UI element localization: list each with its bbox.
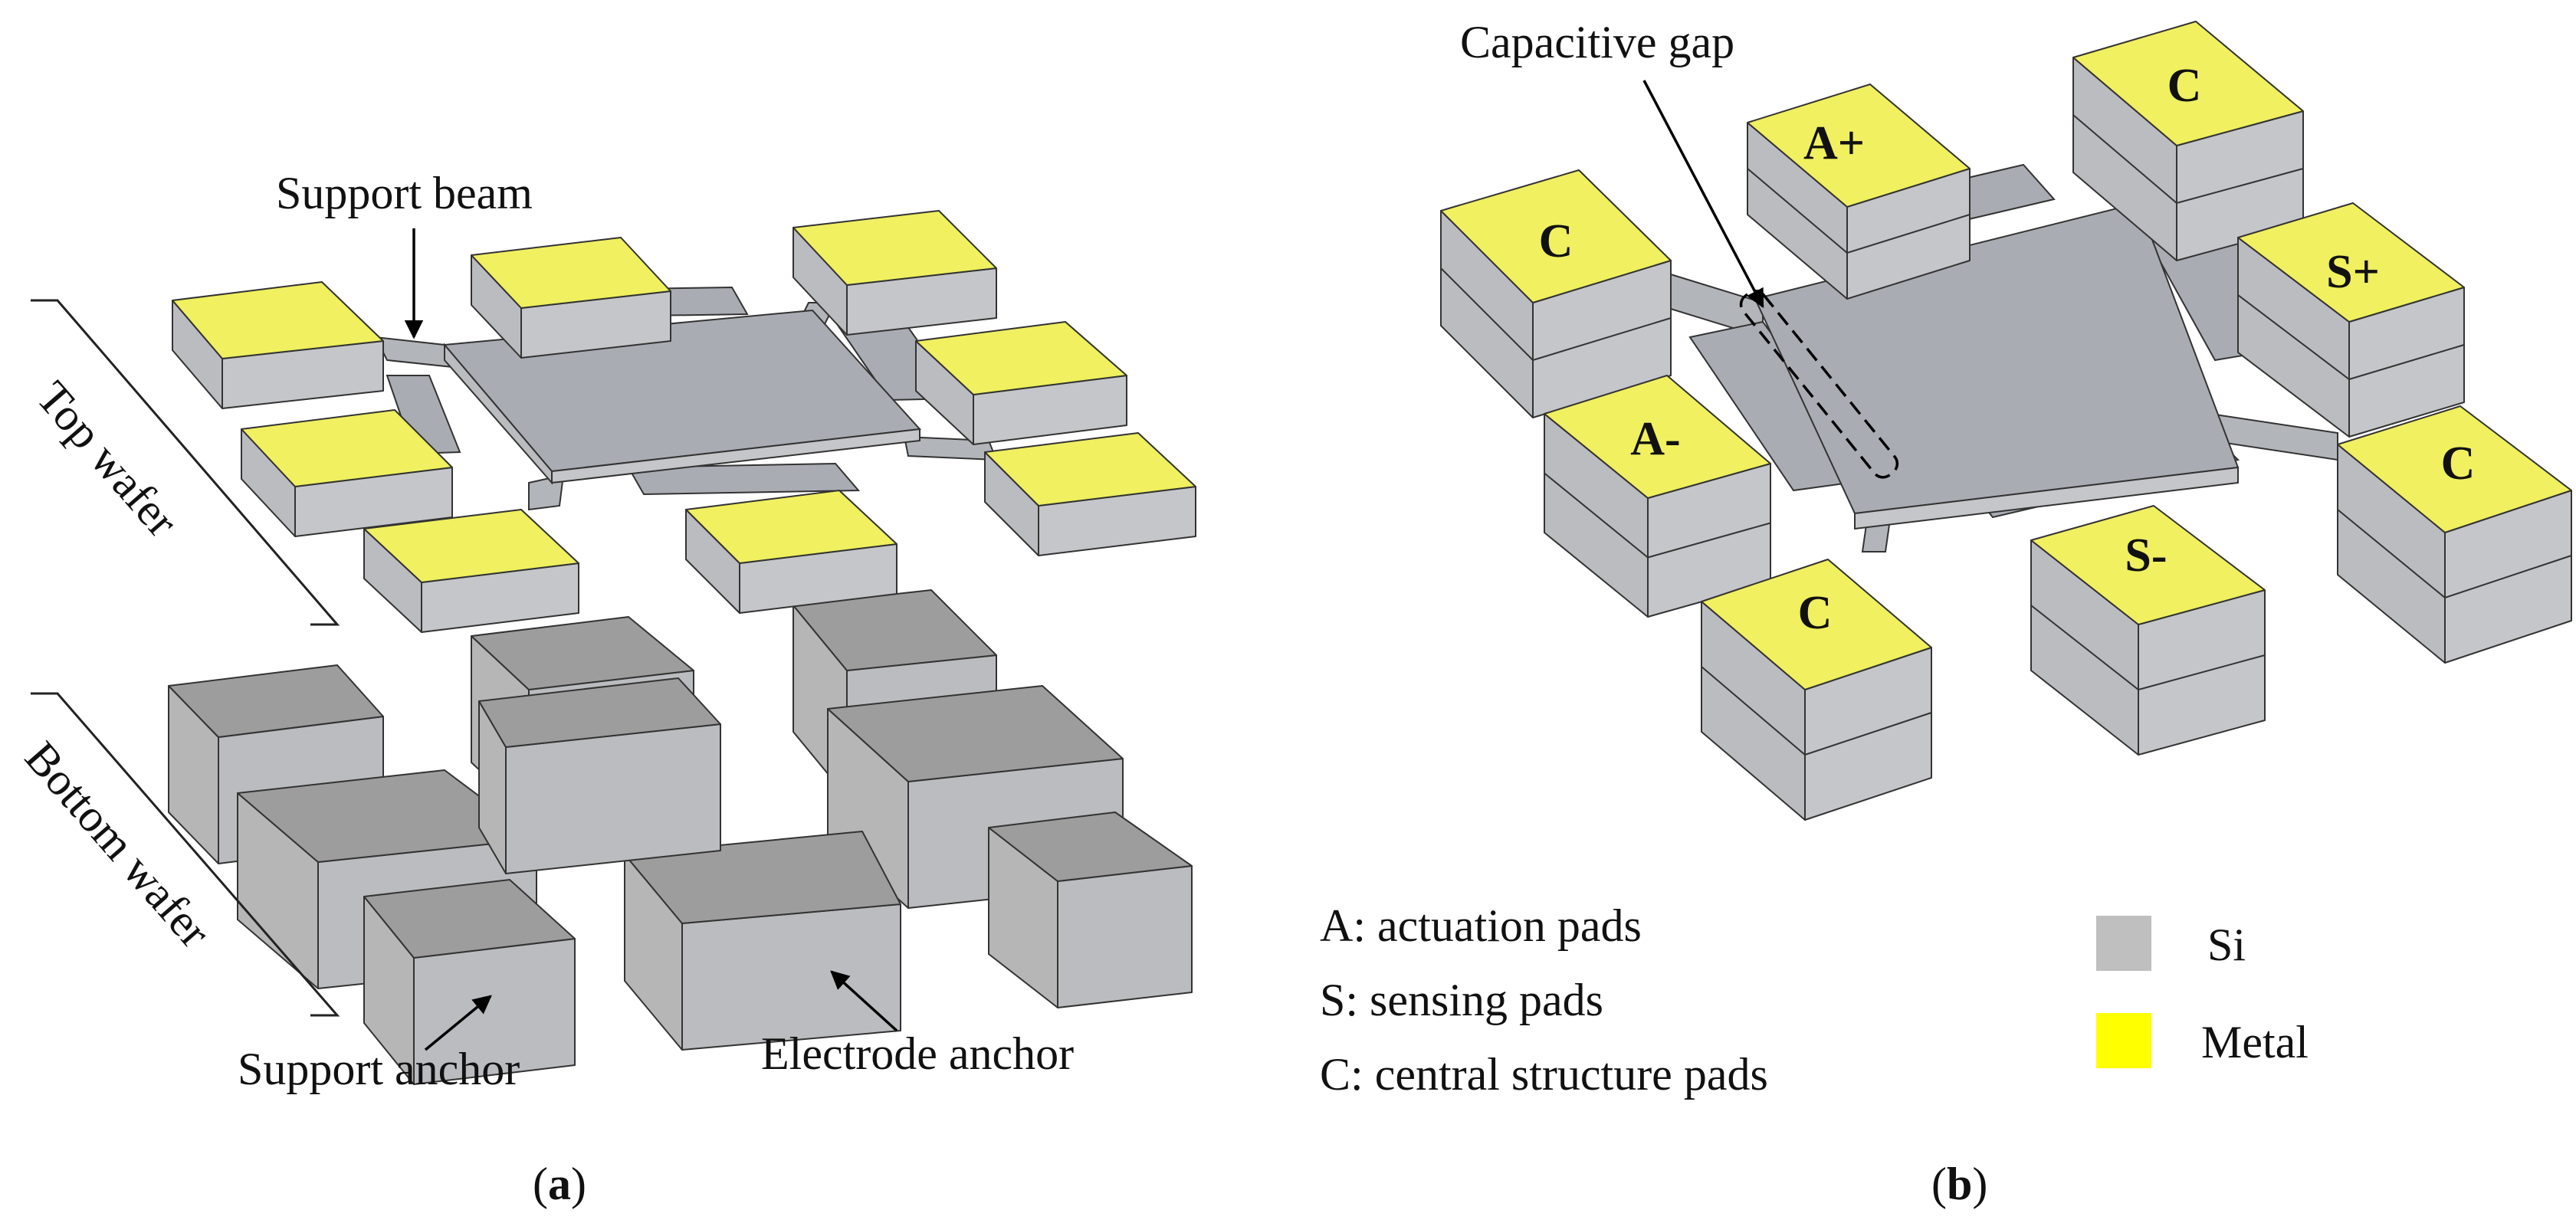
bottom-wafer-bracket <box>31 692 340 1017</box>
pad-c_top_right-wafer-seam <box>2072 114 2304 205</box>
top-pad-2 <box>471 237 671 359</box>
top-pad-6-top-face <box>984 432 1196 507</box>
anchor-block-2-top-face <box>471 616 694 690</box>
pad-label-c-right: C <box>2441 438 2476 490</box>
anchor-block-8 <box>624 831 901 1051</box>
pad-a_plus-top-face <box>1747 84 1971 208</box>
pads: C A+ C S+ A- C C S- <box>1440 21 2572 821</box>
anchor-block-9-top-face <box>478 677 721 748</box>
top-pad-2-top-face <box>471 237 671 309</box>
pad-a_plus <box>1747 84 1971 300</box>
pad-c_right <box>2337 405 2572 664</box>
pad-label-c-bottom: C <box>1798 587 1833 639</box>
anchor-block-6-top-face <box>988 812 1193 882</box>
bottom-wafer-blocks <box>168 589 1193 1085</box>
top-pad-8-top-face <box>685 490 897 564</box>
pad-c_right-wafer-seam <box>2337 509 2572 599</box>
pad-c_upper_left <box>1440 169 1672 418</box>
support-anchor-label: Support anchor <box>238 1044 520 1094</box>
top-pad-1 <box>172 281 384 409</box>
anchor-block-6-right-face <box>1057 865 1193 1008</box>
caption-b-letter: b <box>1947 1159 1972 1209</box>
pad-label-c-top-right: C <box>2167 60 2202 112</box>
electrode-anchor-label: Electrode anchor <box>761 1028 1074 1079</box>
pad-c_right-top-face <box>2337 405 2572 533</box>
pad-c_bottom-top-face <box>1701 559 1932 690</box>
pad-a_minus-top-face <box>1544 375 1771 499</box>
capacitive-gap-arrow <box>1642 80 1764 309</box>
legend-si-label: Si <box>2207 920 2246 970</box>
pad-a_plus-wafer-seam <box>1747 168 1971 254</box>
top-pad-6 <box>984 432 1196 556</box>
proof-mass-side <box>444 343 553 485</box>
anchor-block-1-top-face <box>168 664 384 738</box>
definition-sensing: S: sensing pads <box>1320 975 1603 1025</box>
top-pad-1-top-face <box>172 281 384 359</box>
panel-b: C A+ C S+ A- C C S- Capacitive gap A: actuation… <box>1320 17 2572 1209</box>
pad-c_bottom <box>1701 559 1932 821</box>
anchor-block-9-right-face <box>505 723 721 874</box>
pad-s_minus <box>2030 505 2266 756</box>
electrode-anchor-arrow <box>830 970 898 1032</box>
top-wafer-pads <box>172 210 1196 633</box>
top-pad-3 <box>792 210 997 336</box>
top-pad-4-top-face <box>915 321 1127 395</box>
proof-mass-side <box>1854 466 2239 530</box>
pad-a_minus-wafer-seam <box>1544 472 1771 559</box>
pad-label-s-plus: S+ <box>2326 246 2380 298</box>
anchor-block-8-top-face <box>624 831 901 924</box>
anchor-block-7-top-face <box>363 879 576 959</box>
pad-c_top_right-top-face <box>2072 21 2304 146</box>
pad-label-s-minus: S- <box>2125 530 2167 582</box>
caption-a: (a) <box>533 1159 586 1209</box>
anchor-block-9 <box>478 677 721 874</box>
pad-s_plus <box>2237 202 2465 438</box>
legend-metal-label: Metal <box>2201 1017 2309 1067</box>
caption-b: (b) <box>1931 1159 1987 1209</box>
top-pad-7-top-face <box>363 509 579 583</box>
top-pad-8 <box>685 490 897 614</box>
pad-s_minus-top-face <box>2030 505 2266 625</box>
definition-central: C: central structure pads <box>1320 1049 1768 1100</box>
pad-label-a-plus: A+ <box>1803 117 1865 169</box>
top-pad-3-top-face <box>792 210 997 286</box>
top-wafer-bracket <box>31 299 340 626</box>
legend-si-swatch <box>2096 916 2151 971</box>
pad-s_minus-wafer-seam <box>2030 605 2266 691</box>
capacitive-gap-label: Capacitive gap <box>1460 17 1734 67</box>
top-pad-5 <box>241 409 453 537</box>
pad-a_minus <box>1544 375 1771 618</box>
support-beam-label: Support beam <box>276 168 533 218</box>
top-pad-5-top-face <box>241 409 453 487</box>
pad-c_bottom-wafer-seam <box>1701 666 1932 756</box>
anchor-block-7 <box>363 879 576 1085</box>
pad-label-a-minus: A- <box>1630 413 1680 465</box>
legend-metal-swatch <box>2096 1013 2151 1068</box>
pad-c_upper_left-wafer-seam <box>1440 267 1672 362</box>
caption-a-letter: a <box>548 1159 571 1209</box>
anchor-block-6 <box>988 812 1193 1008</box>
top-pad-7 <box>363 509 579 633</box>
top-wafer-label: Top wafer <box>27 372 188 546</box>
anchor-block-4-top-face <box>827 685 1124 782</box>
pad-c_top_right <box>2072 21 2304 261</box>
pad-s_plus-top-face <box>2237 202 2465 323</box>
electrode-block <box>627 462 861 496</box>
pad-label-c-upper-left: C <box>1539 215 1573 267</box>
pad-s_plus-wafer-seam <box>2237 294 2465 381</box>
pad-c_upper_left-top-face <box>1440 169 1672 303</box>
definition-actuation: A: actuation pads <box>1320 900 1642 951</box>
panel-a: Top wafer Bottom wafer Support beam Supp… <box>15 168 1196 1209</box>
top-pad-4 <box>915 321 1127 445</box>
support-anchor-arrow <box>424 995 492 1051</box>
